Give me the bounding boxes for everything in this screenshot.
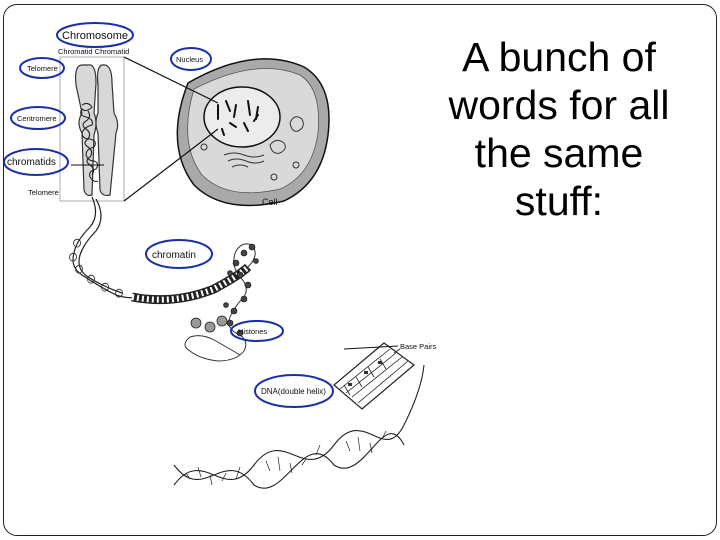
highlight-chromatin: [145, 239, 213, 269]
label-chromosome: Chromosome: [62, 30, 128, 42]
highlight-histones: [230, 320, 284, 342]
slide-title: A bunch of words for all the same stuff:: [448, 34, 670, 224]
label-nucleus: Nucleus: [176, 55, 203, 64]
label-pointers: [71, 164, 399, 350]
highlight-chromosome: [56, 22, 134, 48]
highlight-telomere: [19, 57, 65, 79]
label-cell: Cell: [262, 197, 278, 207]
label-centromere: Centromere: [17, 114, 57, 123]
dna-double-helix: [173, 342, 425, 489]
diagram-labels: Chromosome Chromatid Chromatid Telomere …: [7, 30, 437, 396]
slide: Chromosome Chromatid Chromatid Telomere …: [3, 4, 717, 536]
label-chromatids: chromatids: [7, 157, 56, 168]
label-chromatid-pair: Chromatid Chromatid: [58, 47, 129, 56]
highlight-nucleus: [170, 47, 212, 71]
label-base-pairs: Base Pairs: [400, 342, 437, 351]
highlight-ellipses: [4, 22, 334, 408]
label-histones: Histones: [238, 327, 267, 336]
highlight-chromatids: [4, 148, 69, 176]
cell-figure: [123, 56, 330, 207]
highlight-centromere: [10, 106, 66, 130]
chromosome-diagram: Chromosome Chromatid Chromatid Telomere …: [4, 22, 437, 489]
chromatin-fiber: [131, 243, 259, 362]
chromosome-figure: [59, 56, 137, 299]
label-telomere-top: Telomere: [27, 64, 58, 73]
label-chromatin: chromatin: [152, 250, 196, 261]
highlight-dna: [254, 374, 334, 408]
label-telomere-bottom: Telomere: [28, 188, 59, 197]
label-dna-double-helix: DNA(double helix): [261, 387, 326, 396]
